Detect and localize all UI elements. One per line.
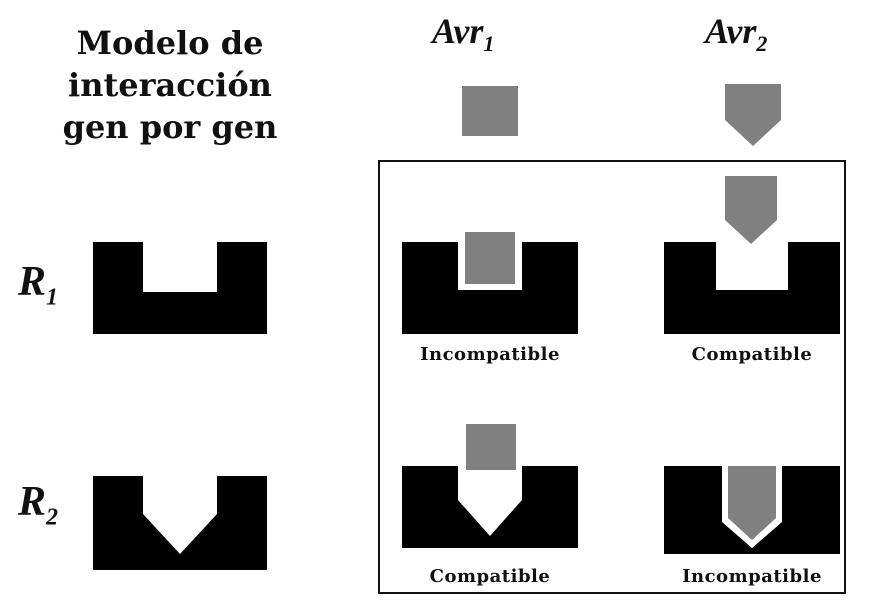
avr2-pointed-shape <box>725 84 781 146</box>
avr1-effector-square <box>462 86 518 136</box>
column-header-avr2: Avr2 <box>705 10 767 57</box>
cell-r2-avr1-effector <box>466 424 516 470</box>
column-header-avr1-base: Avr <box>432 11 484 51</box>
r2-receptor-shape <box>93 476 267 570</box>
cell-r2-avr2-caption: Incompatible <box>682 566 822 587</box>
cell-r1-avr1-graphic <box>402 232 578 334</box>
diagram-title: Modelo de interacción gen por gen <box>40 22 300 148</box>
cell-r2-avr1-caption: Compatible <box>429 566 551 587</box>
title-line-2: interacción <box>68 66 272 104</box>
cell-r1-avr2-receptor <box>664 242 840 334</box>
column-header-avr2-sub: 2 <box>756 31 768 57</box>
cell-r2-avr1-receptor <box>402 466 578 548</box>
title-line-3: gen por gen <box>62 108 278 146</box>
cell-r1-avr1-effector <box>465 232 515 284</box>
row-label-r2-sub: 2 <box>46 504 59 531</box>
row-label-r2-base: R <box>18 479 47 525</box>
cell-r2-avr2-graphic <box>664 466 840 554</box>
cell-r1-avr2-effector <box>725 176 777 244</box>
cell-r2-avr1-graphic <box>402 424 578 548</box>
title-line-1: Modelo de <box>76 24 264 62</box>
cell-r2-avr2-receptor <box>664 466 840 554</box>
row-label-r1: R1 <box>18 258 58 311</box>
avr1-square-shape <box>462 86 518 136</box>
column-header-avr2-base: Avr <box>705 11 757 51</box>
cell-r1-avr2-graphic <box>664 176 840 334</box>
cell-r1-avr2-caption: Compatible <box>691 344 813 365</box>
r1-receptor-shape <box>93 242 267 334</box>
avr2-effector-pointed <box>725 84 781 146</box>
column-header-avr1-sub: 1 <box>483 31 495 57</box>
row-label-r1-sub: 1 <box>46 284 59 311</box>
r2-receptor <box>93 476 267 570</box>
row-label-r2: R2 <box>18 478 58 531</box>
r1-receptor <box>93 242 267 334</box>
cell-r1-avr1-receptor <box>402 242 578 334</box>
interaction-matrix-frame <box>378 160 846 594</box>
column-header-avr1: Avr1 <box>432 10 494 57</box>
row-label-r1-base: R <box>18 259 47 305</box>
cell-r2-avr2-effector <box>728 466 776 540</box>
cell-r1-avr1-caption: Incompatible <box>420 344 560 365</box>
